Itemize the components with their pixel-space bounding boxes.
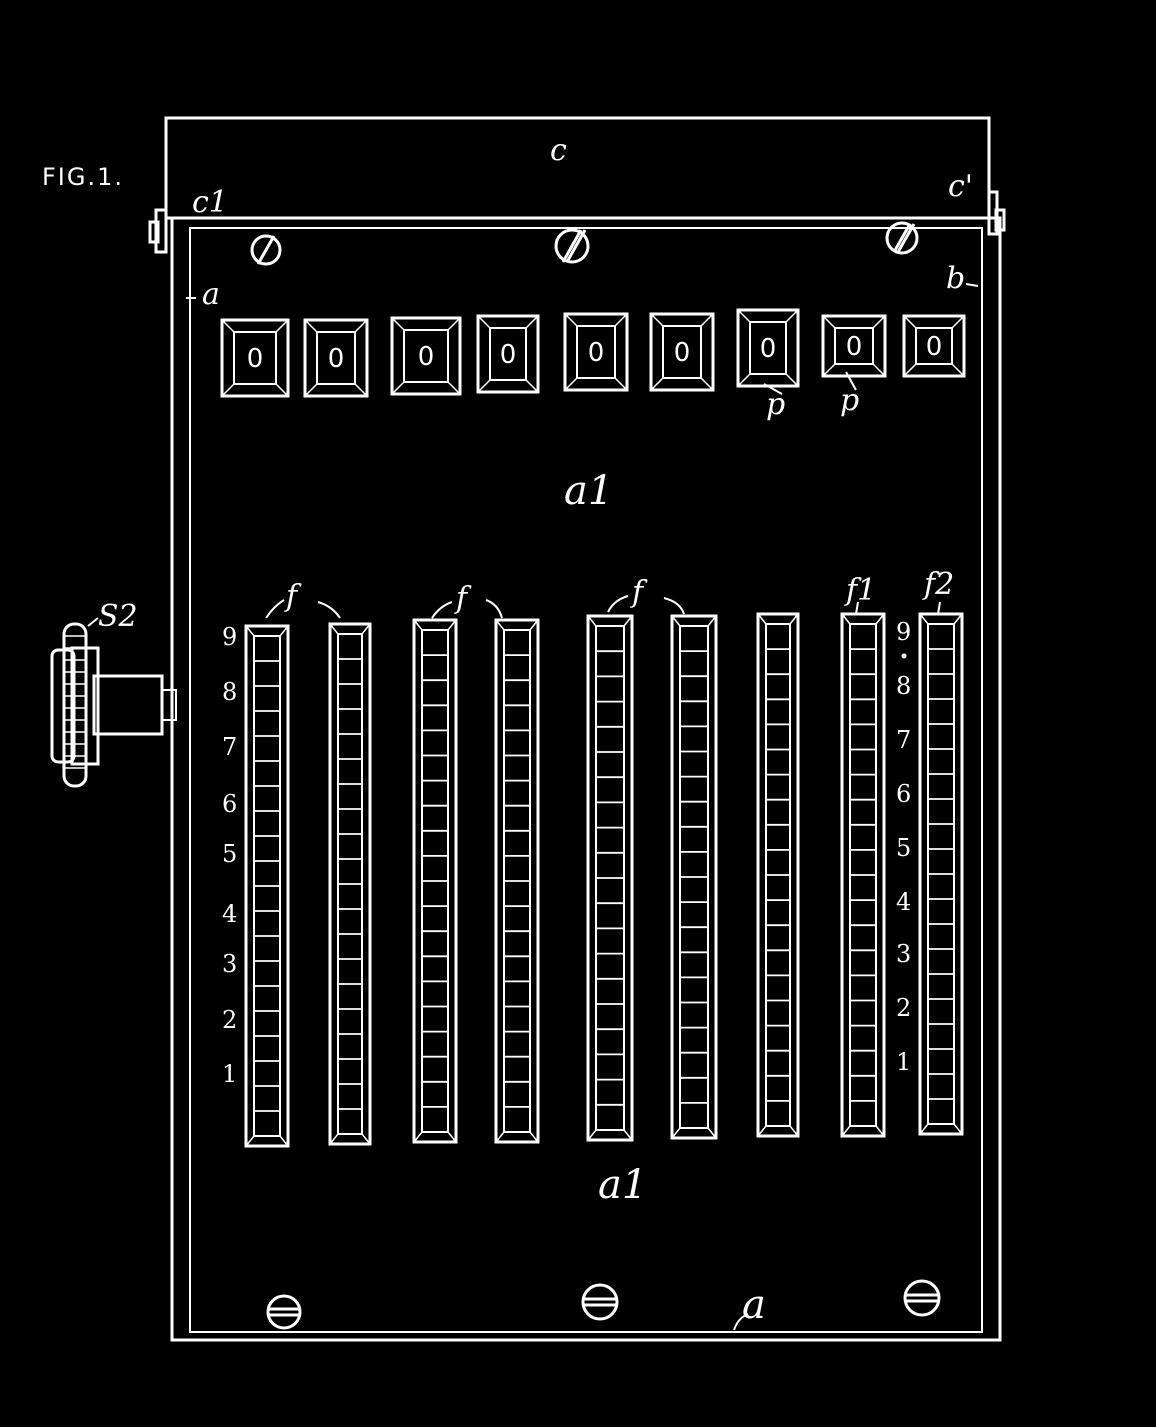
label-f1: f1 <box>844 573 876 608</box>
label-f-2: f <box>454 581 472 616</box>
left-scale-number: 8 <box>222 678 237 706</box>
hinge-right <box>987 190 1006 236</box>
window-digit: 0 <box>674 338 691 368</box>
label-a-left: a <box>202 277 220 312</box>
window-digit: 0 <box>247 344 264 374</box>
result-windows: 0 0 0 0 0 0 0 0 0 <box>220 308 966 398</box>
right-scale-number: 2 <box>896 994 911 1022</box>
label-p-1: p <box>766 387 785 422</box>
key-columns <box>244 612 964 1148</box>
left-scale-number: 1 <box>222 1060 237 1088</box>
key-column <box>494 618 540 1144</box>
label-c: c <box>550 133 567 168</box>
window-digit: 0 <box>328 344 345 374</box>
result-window: 0 <box>821 314 887 378</box>
key-column <box>840 612 886 1138</box>
result-window: 0 <box>390 316 462 396</box>
key-column <box>918 612 964 1136</box>
screw-top-right <box>885 221 919 255</box>
window-digit: 0 <box>926 332 943 362</box>
label-c1-left: c1 <box>192 185 228 220</box>
left-scale-number: 3 <box>222 950 237 978</box>
left-scale-number: 7 <box>222 733 237 761</box>
left-scale-number: 6 <box>222 790 237 818</box>
label-f2: f2 <box>922 567 954 602</box>
label-p-2: p <box>840 383 859 418</box>
crank-handle <box>50 622 177 788</box>
right-scale-number: 8 <box>896 672 911 700</box>
window-digit: 0 <box>846 332 863 362</box>
left-scale-number: 5 <box>222 840 237 868</box>
label-f-3: f <box>630 575 648 610</box>
lid-c <box>164 116 991 220</box>
left-scale-number: 9 <box>222 623 237 651</box>
hinge-left <box>148 208 168 254</box>
label-c1-right: c' <box>948 169 973 204</box>
result-window: 0 <box>476 314 540 394</box>
result-window: 0 <box>563 312 629 392</box>
key-column <box>670 614 718 1140</box>
screw-bottom-center <box>581 1283 619 1321</box>
key-column <box>244 624 290 1148</box>
result-window: 0 <box>220 318 290 398</box>
right-scale-number: 9 <box>896 618 911 646</box>
window-digit: 0 <box>500 340 517 370</box>
figure-title: FIG.1. <box>42 163 124 191</box>
screw-bottom-right <box>903 1279 941 1317</box>
window-digit: 0 <box>760 334 777 364</box>
label-a1-bottom: a1 <box>598 1162 647 1208</box>
right-scale-number: 1 <box>896 1048 911 1076</box>
right-scale-number: 3 <box>896 940 911 968</box>
window-digit: 0 <box>588 338 605 368</box>
casing <box>166 216 1002 1342</box>
scale-dot <box>901 653 907 659</box>
label-a1-top: a1 <box>564 468 613 514</box>
left-scale-number: 4 <box>222 900 237 928</box>
right-scale-number: 7 <box>896 726 911 754</box>
key-column <box>412 618 458 1144</box>
window-digit: 0 <box>418 342 435 372</box>
right-scale-number: 5 <box>896 834 911 862</box>
key-column <box>586 614 634 1142</box>
result-window: 0 <box>736 308 800 388</box>
label-f-1: f <box>284 579 302 614</box>
label-a-bottom: a <box>742 1282 766 1328</box>
label-b: b <box>946 261 965 296</box>
key-column <box>328 622 372 1146</box>
result-window: 0 <box>303 318 369 398</box>
f-callouts <box>265 595 941 619</box>
result-window: 0 <box>649 312 715 392</box>
label-s2: S2 <box>98 599 138 634</box>
left-scale: 9 8 7 6 5 4 3 2 1 <box>222 623 237 1088</box>
right-scale: 9 8 7 6 5 4 3 2 1 <box>896 618 911 1076</box>
screw-top-left <box>250 234 282 266</box>
screw-top-center <box>554 228 590 264</box>
left-scale-number: 2 <box>222 1006 237 1034</box>
right-scale-number: 4 <box>896 888 911 916</box>
key-column <box>756 612 800 1138</box>
screw-bottom-left <box>266 1294 302 1330</box>
result-window: 0 <box>902 314 966 378</box>
right-scale-number: 6 <box>896 780 911 808</box>
